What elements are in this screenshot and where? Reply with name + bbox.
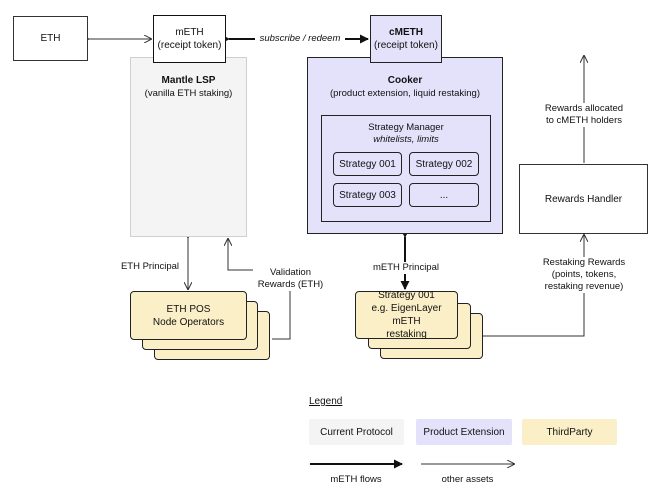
strategy-002-label: Strategy 002 (415, 158, 473, 170)
strategy-manager-title: Strategy Manager (368, 122, 444, 133)
legend-meth-flows-label: mETH flows (330, 474, 382, 485)
subscribe-redeem-label: subscribe / redeem (255, 33, 345, 45)
node-operators-node: ETH POS Node Operators (130, 291, 247, 340)
meth-line2: (receipt token) (157, 40, 222, 51)
restaking-rewards-line1: Restaking Rewards (542, 257, 626, 268)
strategy-001-node: Strategy 001 (333, 152, 402, 176)
rewards-handler-node: Rewards Handler (519, 164, 648, 234)
restaking-rewards-label: Restaking Rewards (points, tokens, resta… (537, 257, 631, 293)
eth-label: ETH (40, 33, 61, 44)
restaking-rewards-line2: (points, tokens, (551, 269, 617, 280)
validation-rewards-line1: Validation (269, 267, 312, 278)
strategy-003-node: Strategy 003 (333, 183, 402, 207)
strategy-third-line3: restaking (386, 329, 427, 340)
strategy-more-node: ... (409, 183, 479, 207)
meth-line1: mETH (175, 27, 204, 38)
legend-third-party-label: ThirdParty (546, 426, 593, 438)
meth-principal-label: mETH Principal (366, 262, 446, 274)
legend-product-extension: Product Extension (416, 419, 512, 445)
strategy-third-node: Strategy 001 e.g. EigenLayer mETH restak… (355, 290, 458, 340)
legend-third-party: ThirdParty (522, 419, 617, 445)
legend-product-extension-label: Product Extension (423, 426, 505, 438)
strategy-third-line1: Strategy 001 (378, 290, 435, 301)
meth-token-node: mETH (receipt token) (153, 15, 226, 63)
cooker-node: Cooker (product extension, liquid restak… (307, 57, 503, 234)
strategy-manager-subtitle: whitelists, limits (373, 134, 439, 145)
mantle-lsp-node: Mantle LSP (vanilla ETH staking) (130, 57, 247, 237)
restaking-rewards-line3: restaking revenue) (544, 281, 624, 292)
validation-rewards-label: Validation Rewards (ETH) (253, 267, 328, 291)
mantle-lsp-subtitle: (vanilla ETH staking) (144, 88, 233, 99)
strategy-003-label: Strategy 003 (339, 189, 396, 201)
strategy-002-node: Strategy 002 (409, 152, 479, 176)
rewards-allocated-line2: to cMETH holders (545, 115, 623, 126)
mantle-lsp-title: Mantle LSP (161, 75, 216, 86)
cmeth-line2: (receipt token) (374, 40, 438, 51)
cooker-title: Cooker (387, 75, 423, 86)
node-operators-line1: ETH POS (166, 303, 211, 315)
cmeth-line1: cMETH (389, 27, 423, 38)
validation-rewards-line2: Rewards (ETH) (257, 279, 324, 290)
legend-other-assets-label: other assets (441, 474, 494, 485)
cmeth-token-node: cMETH (receipt token) (370, 15, 442, 63)
cooker-subtitle: (product extension, liquid restaking) (330, 88, 480, 99)
rewards-allocated-label: Rewards allocated to cMETH holders (534, 103, 634, 127)
rewards-handler-label: Rewards Handler (544, 193, 623, 205)
node-operators-line2: Node Operators (152, 316, 225, 328)
strategy-001-label: Strategy 001 (339, 158, 396, 170)
strategy-third-line2: e.g. EigenLayer mETH (371, 303, 442, 327)
strategy-manager-node: Strategy Manager whitelists, limits Stra… (321, 115, 491, 222)
strategy-more-label: ... (439, 189, 449, 201)
eth-principal-label: ETH Principal (120, 261, 180, 272)
legend-current-protocol: Current Protocol (309, 419, 404, 445)
eth-node: ETH (13, 16, 88, 61)
rewards-allocated-line1: Rewards allocated (544, 103, 624, 114)
legend-title: Legend (309, 396, 343, 407)
legend-current-protocol-label: Current Protocol (320, 426, 393, 438)
